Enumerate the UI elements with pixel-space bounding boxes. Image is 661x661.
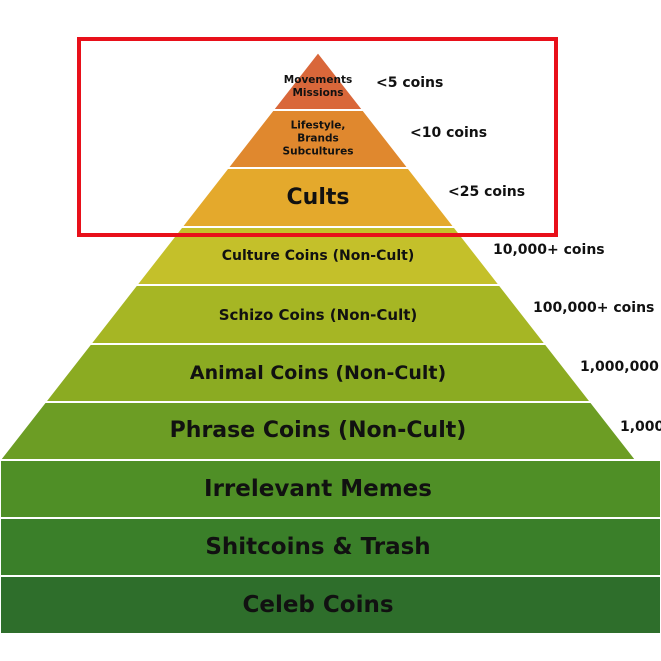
tier-label-line: Celeb Coins — [242, 592, 394, 618]
tier-label-line: Culture Coins (Non-Cult) — [221, 248, 415, 264]
tier-label-line: Irrelevant Memes — [204, 476, 432, 502]
tier-label-8: Shitcoins & Trash — [205, 534, 430, 560]
highlight-box — [77, 37, 558, 237]
tier-band-9 — [0, 575, 661, 635]
tier-label-line: Schizo Coins (Non-Cult) — [218, 305, 418, 324]
tier-label-line: Missions — [292, 87, 344, 99]
tier-count-1: <10 coins — [410, 125, 488, 141]
tier-count-2: <25 coins — [448, 184, 526, 200]
tier-band-8 — [0, 517, 661, 577]
tier-label-line: Subcultures — [282, 145, 354, 158]
tier-count-3: 10,000+ coins — [493, 242, 605, 258]
tier-label-line: Shitcoins & Trash — [205, 534, 431, 560]
tier-label-2: Cults — [287, 185, 350, 211]
tier-count-0: <5 coins — [376, 75, 444, 91]
tier-label-4: Schizo Coins (Non-Cult) — [219, 306, 418, 324]
tier-label-6: Phrase Coins (Non-Cult) — [170, 418, 467, 444]
tier-label-line: Brands — [297, 132, 339, 145]
tier-count-4: 100,000+ coins — [533, 300, 655, 316]
tier-count-6: 1,000 — [620, 419, 661, 435]
tier-label-line: Movements — [283, 74, 353, 86]
tier-count-5: 1,000,000 — [580, 359, 659, 375]
tier-label-5: Animal Coins (Non-Cult) — [190, 362, 446, 384]
tier-label-line: Animal Coins (Non-Cult) — [189, 362, 447, 384]
tier-label-7: Irrelevant Memes — [204, 476, 432, 502]
tier-label-line: Phrase Coins (Non-Cult) — [169, 418, 467, 443]
tier-band-7 — [0, 459, 661, 519]
tier-label-9: Celeb Coins — [242, 592, 393, 618]
tier-label-line: Cults — [286, 184, 350, 210]
tier-label-3: Culture Coins (Non-Cult) — [222, 247, 414, 265]
tier-label-line: Lifestyle, — [290, 119, 346, 132]
